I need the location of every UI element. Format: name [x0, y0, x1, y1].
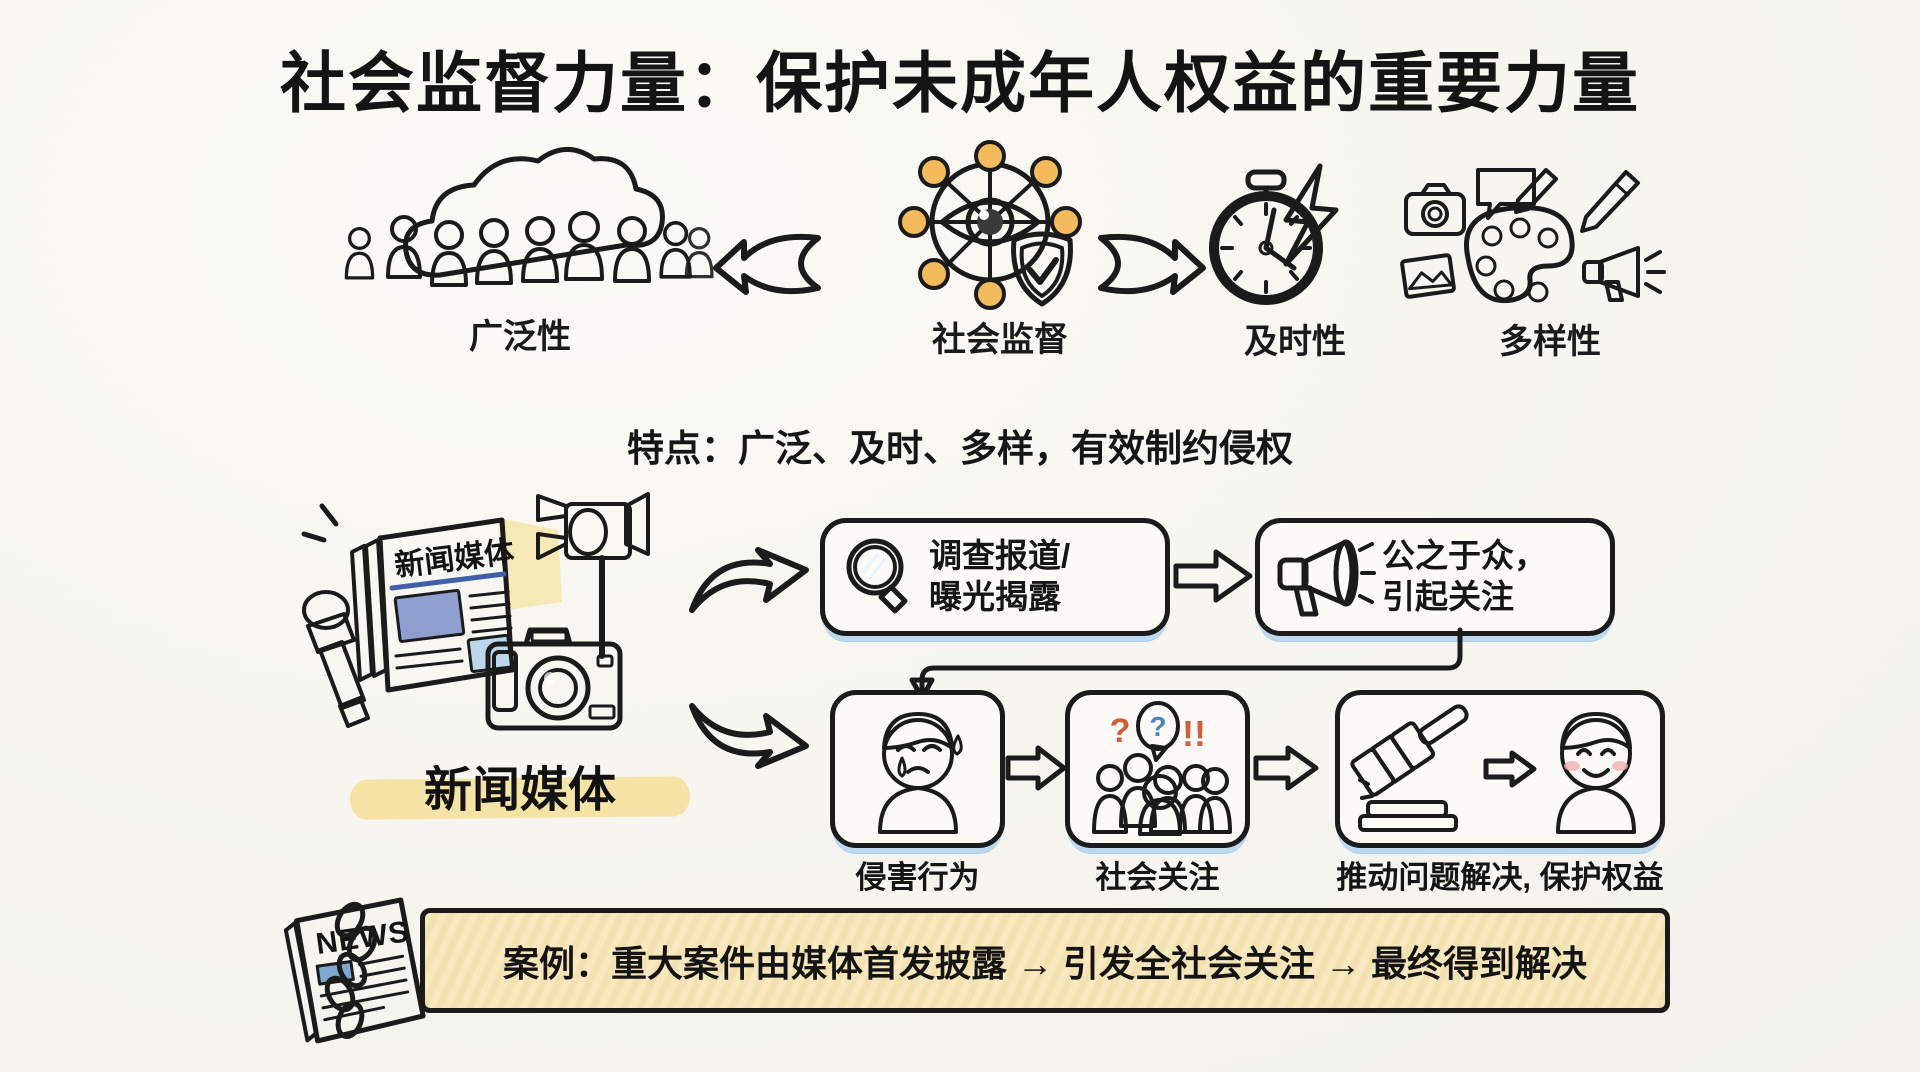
arrow-harm-to-attention-icon	[1004, 744, 1068, 792]
happy-child-icon	[1538, 706, 1656, 834]
stopwatch-lightning-icon	[1170, 160, 1420, 310]
arrow-right-icon	[1095, 228, 1207, 298]
arrow-up-right-icon	[689, 547, 810, 618]
feature-diversity: 多样性	[1400, 160, 1700, 363]
caption-attention: 社会关注	[1095, 860, 1220, 895]
svg-text:?: ?	[1109, 712, 1130, 750]
caption-resolve: 推动问题解决, 保护权益	[1336, 860, 1664, 895]
page-title: 社会监督力量：保护未成年人权益的重要力量	[280, 46, 1640, 120]
feature-diversity-label: 多样性	[1499, 323, 1601, 361]
feature-timeliness-label: 及时性	[1244, 323, 1346, 361]
news-chain-icon: NEWS	[268, 897, 458, 1048]
magnifier-icon	[839, 533, 919, 621]
box-harm[interactable]	[830, 690, 1005, 848]
megaphone-icon	[1274, 536, 1376, 618]
media-label: 新闻媒体	[423, 764, 616, 817]
characteristics-text: 特点：广泛、及时、多样，有效制约侵权	[627, 428, 1293, 469]
box-attention[interactable]: ? ? !!	[1065, 690, 1250, 848]
arrow-attention-to-resolve-icon	[1252, 744, 1322, 792]
arrow-down-right-icon	[689, 700, 810, 770]
arrow-resolve-icon	[1483, 749, 1538, 789]
arrow-left-icon	[712, 228, 824, 298]
box-publicize[interactable]: 公之于众， 引起关注	[1255, 518, 1615, 636]
box-investigate[interactable]: 调查报道/ 曝光揭露	[820, 518, 1170, 636]
feature-supervision-label: 社会监督	[932, 321, 1068, 359]
box-resolve[interactable]	[1335, 690, 1665, 848]
news-media-illustration: 新闻媒体	[300, 490, 720, 770]
case-banner-text: 案例：重大案件由媒体首发披露 → 引发全社会关注 → 最终得到解决	[502, 942, 1587, 984]
svg-text:?: ?	[1149, 711, 1166, 742]
svg-text:!!: !!	[1182, 713, 1206, 754]
arrow-right-small-icon	[1172, 548, 1256, 604]
palette-media-icon	[1400, 160, 1700, 310]
case-banner: 案例：重大案件由媒体首发披露 → 引发全社会关注 → 最终得到解决	[420, 908, 1670, 1013]
feature-broad: 广泛性	[330, 147, 714, 358]
box-investigate-text: 调查报道/ 曝光揭露	[929, 537, 1071, 615]
flow-connector	[909, 627, 1463, 701]
crowd-under-cloud-icon	[330, 147, 714, 305]
crowd-question-icon: ? ? !!	[1088, 701, 1232, 836]
feature-timeliness: 及时性	[1170, 160, 1420, 363]
feature-broad-label: 广泛性	[469, 318, 571, 356]
caption-harm: 侵害行为	[855, 860, 980, 895]
gavel-icon	[1350, 704, 1484, 832]
box-publicize-text: 公之于众， 引起关注	[1382, 537, 1547, 615]
eye-network-shield-icon	[830, 140, 1170, 310]
feature-supervision: 社会监督	[830, 140, 1170, 361]
crying-child-icon	[858, 706, 978, 834]
